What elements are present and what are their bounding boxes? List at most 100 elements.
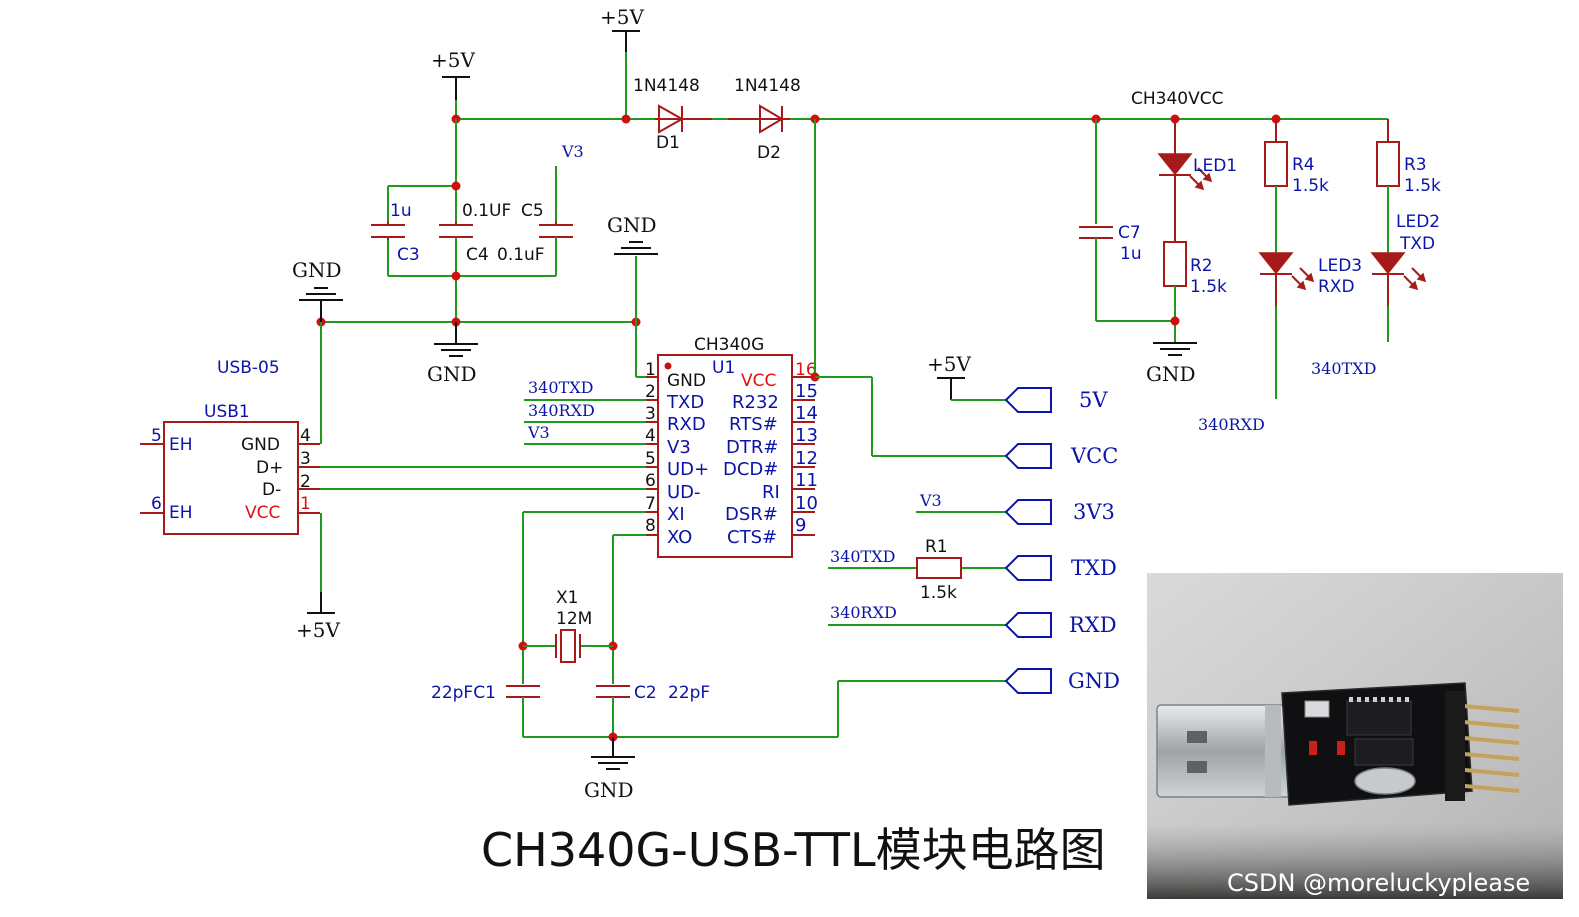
ch340g-ic: CH340G U1 1 2 3 4 5 6 7 8 GND TXD RXD V3… [524,119,1006,558]
ic-pin-xi: XI [667,504,685,525]
ic-left-pins: 1 2 3 4 5 6 7 8 GND TXD RXD V3 UD+ UD- X… [645,360,709,548]
d1-ref: D1 [656,133,680,153]
ic-pin-gnd: GND [667,371,706,391]
net-340rxd-ic: 340RXD [528,401,595,420]
r3-value: 1.5k [1404,176,1441,196]
net-340rxd-led: 340RXD [1198,415,1265,434]
ic-pin-num-8: 8 [645,516,656,536]
c7-value: 1u [1120,244,1142,264]
c4-ref: C4 [466,245,489,265]
usb-pin-num-5: 5 [151,426,162,446]
port-rxd-label: RXD [1069,613,1117,637]
led2-symbol [1370,252,1406,275]
led1-ref: LED1 [1193,156,1237,176]
ic-pin-num-11: 11 [795,470,818,491]
led-section: C7 1u LED1 R2 1.5k GND R4 1.5k LED3 [1079,119,1441,434]
ic-pin-cts: CTS# [727,527,777,548]
x1-value: 12M [556,609,592,629]
gnd-label-crystal: GND [584,778,634,802]
gnd-label-usb: GND [292,258,342,282]
usb1-label: USB1 [204,402,250,422]
port-gnd-shape [1004,668,1052,694]
ic-pin-num-3: 3 [645,404,656,424]
ic-pin-num-14: 14 [795,403,818,424]
usb-connector: USB-05 USB1 5 6 EH EH GND D+ D- VCC 4 3 … [140,322,646,642]
d2-part: 1N4148 [734,76,801,96]
net-340rxd-port: 340RXD [830,603,897,622]
c2-ref: C2 [634,683,657,703]
r4-value: 1.5k [1292,176,1329,196]
port-txd-label: TXD [1071,556,1117,580]
c5-value: 0.1uF [497,245,545,265]
r3-ref: R3 [1404,155,1427,175]
usb-pin-num-3: 3 [300,449,311,469]
usb-pin-gnd: GND [241,435,280,455]
ic-pin-num-1: 1 [645,360,656,380]
ic-pin-dcd: DCD# [723,459,778,480]
port-5v-label: 5V [1079,388,1108,412]
ic-pin-vcc: VCC [741,371,776,391]
c7-ref: C7 [1118,223,1141,243]
plus5v-label-c4: +5V [431,48,475,72]
ic-pin-dsr: DSR# [725,504,778,525]
module-photo-illustration: CSDN @moreluckyplease [1147,573,1563,899]
ic-pin-num-9: 9 [795,515,806,536]
usb-pin-dplus: D+ [256,458,283,478]
plus5v-label-port: +5V [927,352,971,376]
plus5v-label-top: +5V [600,5,644,29]
port-gnd-label: GND [1068,669,1120,693]
net-v3-ic: V3 [527,423,550,442]
ic-pin-num-15: 15 [795,381,818,402]
ic-pin-rxd: RXD [667,414,706,435]
port-vcc-shape [1004,443,1052,469]
port-3v3-label: 3V3 [1073,500,1115,524]
usb-pin-num-1: 1 [300,494,311,514]
watermark: CSDN @moreluckyplease [1227,869,1530,897]
net-340txd-ic: 340TXD [528,378,593,397]
r2-value: 1.5k [1190,277,1227,297]
usb-pin-eh1: EH [169,435,193,455]
ic-pin-ri: RI [762,482,780,503]
c3-ref: C3 [397,245,420,265]
port-3v3-shape [1004,499,1052,525]
x1-ref: X1 [556,588,578,608]
net-340txd-port: 340TXD [830,547,895,566]
r1-ref: R1 [925,537,948,557]
usb-pin-eh2: EH [169,503,193,523]
led3-name: RXD [1318,277,1355,297]
r1-value: 1.5k [920,583,957,603]
decoupling-caps: 1u C3 0.1UF C5 C4 0.1uF V3 [371,119,584,322]
u1-label: U1 [712,358,735,378]
port-txd-shape [1004,555,1052,581]
gnd-label-ic: GND [607,213,657,237]
top-power-rail: +5V +5V 1N4148 D1 1N4148 D2 CH340VCC [431,5,1388,163]
d2-symbol [759,104,784,134]
ic-pin-udplus: UD+ [667,459,709,480]
net-v3-port: V3 [919,491,942,510]
port-rxd-shape [1004,612,1052,638]
ic-pin-v3: V3 [667,437,691,458]
ic-pin-rts: RTS# [729,414,778,435]
net-340txd-led: 340TXD [1311,359,1376,378]
c1-label: 22pFC1 [431,683,496,703]
ic-pin-txd: TXD [666,392,704,413]
gnd-label-c4: GND [427,362,477,386]
module-photo: CSDN @moreluckyplease [1147,573,1563,899]
d1-part: 1N4148 [633,76,700,96]
ic-pin-num-10: 10 [795,493,818,514]
plus5v-label-usb: +5V [296,618,340,642]
led3-symbol [1258,252,1294,275]
port-5v-shape [1004,387,1052,413]
ic-pin-udminus: UD- [667,482,701,503]
led1-symbol [1157,153,1193,176]
ic-pin-r232: R232 [732,392,779,413]
ic-pin-num-6: 6 [645,471,656,491]
diagram-title: CH340G-USB-TTL模块电路图 [481,823,1106,877]
r4-ref: R4 [1292,155,1315,175]
c5-ref: C5 [521,201,544,221]
usb-pin-dminus: D- [262,480,281,500]
usb-pin-vcc: VCC [245,503,280,523]
crystal-section: X1 12M 22pFC1 C2 22pF GND [431,511,1006,802]
ic-pin-num-4: 4 [645,426,656,446]
led2-name: TXD [1399,234,1435,254]
